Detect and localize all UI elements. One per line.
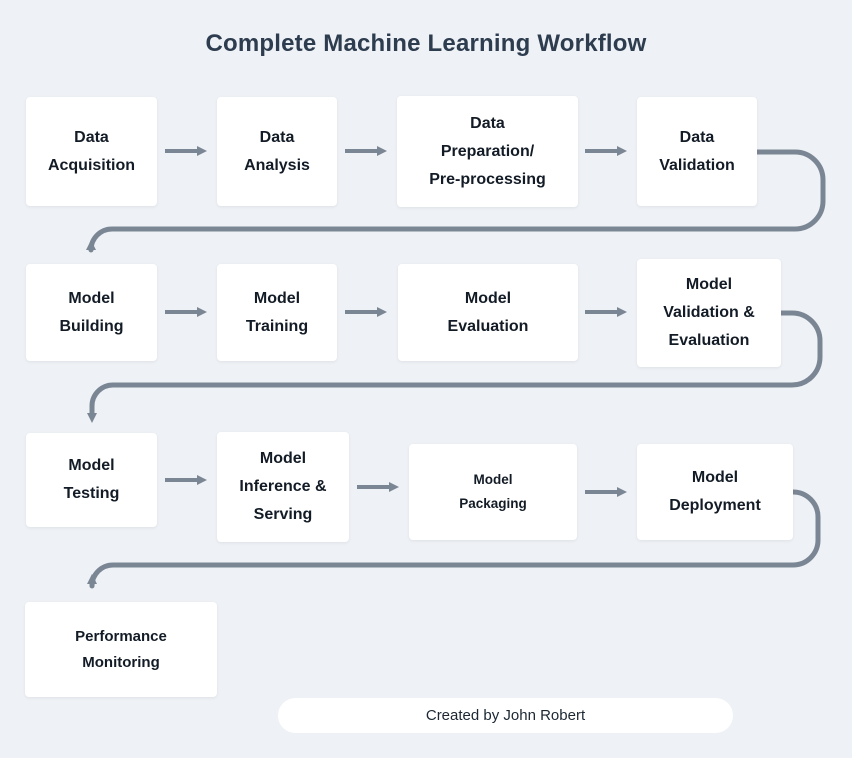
diagram-title: Complete Machine Learning Workflow <box>205 30 647 57</box>
credit-text: Created by John Robert <box>425 707 586 724</box>
step-model-deployment: Model Deployment <box>637 444 793 540</box>
step-model-training: Model Training <box>217 264 337 361</box>
step-model-inference-serving: Model Inference & Serving <box>217 432 349 542</box>
step-model-packaging: Model Packaging <box>409 444 577 540</box>
step-model-building: Model Building <box>26 264 157 361</box>
step-model-testing: Model Testing <box>26 433 157 527</box>
step-model-validation-evaluation: Model Validation & Evaluation <box>637 259 781 367</box>
step-model-evaluation: Model Evaluation <box>398 264 578 361</box>
step-data-acquisition: Data Acquisition <box>26 97 157 206</box>
step-data-preparation: Data Preparation/ Pre-processing <box>397 96 578 207</box>
step-data-validation: Data Validation <box>637 97 757 206</box>
credit-badge: Created by John Robert <box>278 698 733 733</box>
step-data-analysis: Data Analysis <box>217 97 337 206</box>
step-performance-monitoring: Performance Monitoring <box>25 602 217 697</box>
